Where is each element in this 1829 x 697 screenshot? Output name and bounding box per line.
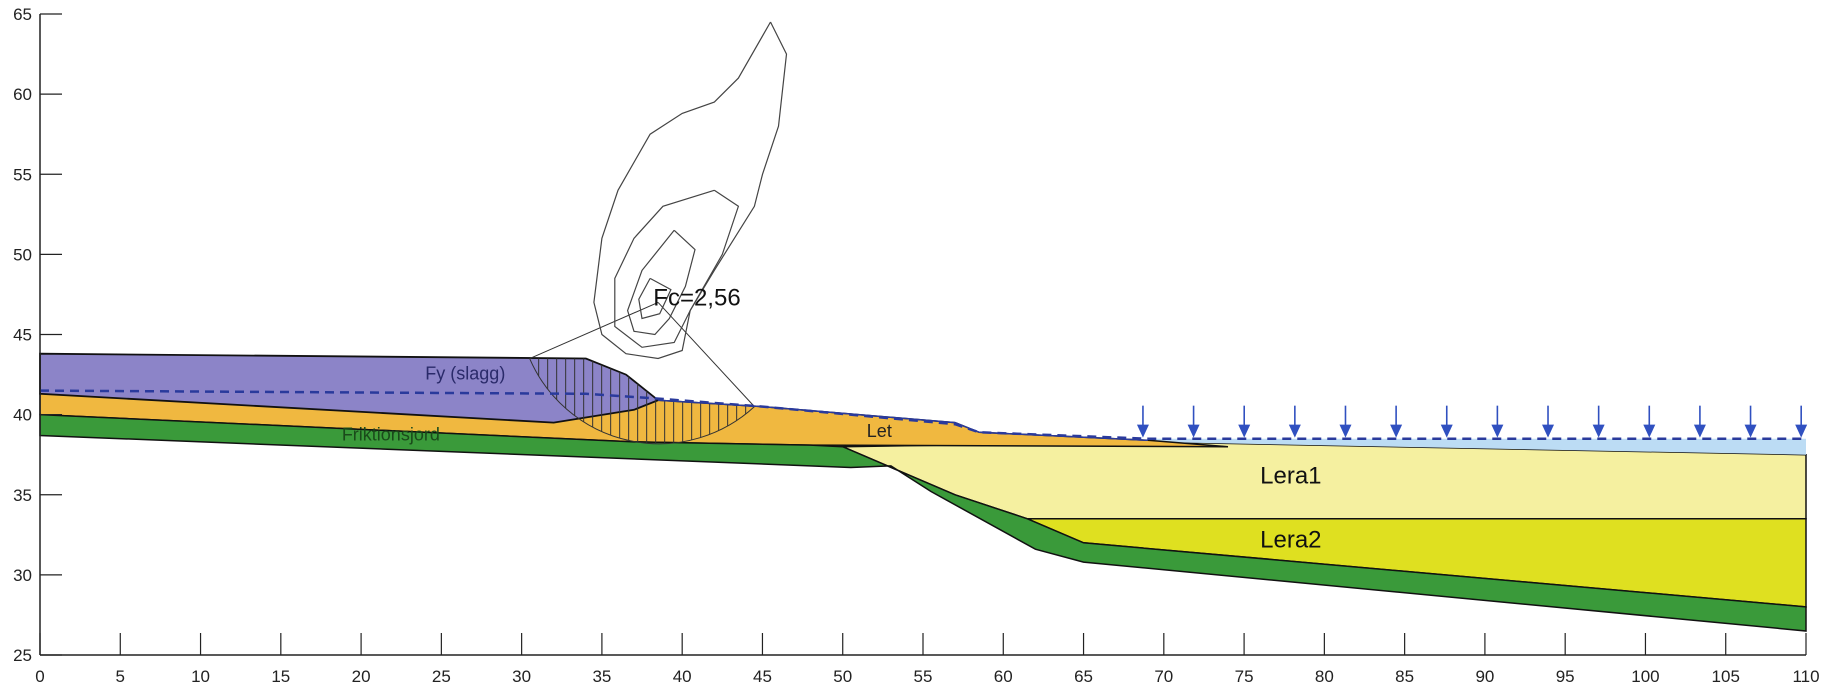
- x-tick-label: 90: [1475, 667, 1494, 686]
- ground-surface-line: [658, 399, 1148, 442]
- surface-water: [1147, 438, 1806, 455]
- x-tick-label: 65: [1074, 667, 1093, 686]
- x-tick-label: 15: [271, 667, 290, 686]
- x-tick-label: 50: [833, 667, 852, 686]
- x-tick-label: 0: [35, 667, 44, 686]
- load-arrow-head: [1339, 424, 1352, 438]
- surface-load-arrows: [1136, 405, 1808, 438]
- x-tick-label: 35: [592, 667, 611, 686]
- slip-radius-left: [529, 301, 659, 359]
- contour-middle: [614, 189, 740, 348]
- x-tick-label: 40: [673, 667, 692, 686]
- y-tick-label: 60: [13, 85, 32, 104]
- y-tick-label: 35: [13, 486, 32, 505]
- y-tick-label: 50: [13, 245, 32, 264]
- x-tick-label: 95: [1556, 667, 1575, 686]
- x-tick-label: 110: [1792, 667, 1819, 686]
- label-safety-factor: Fc=2,56: [653, 285, 740, 312]
- x-tick-label: 70: [1154, 667, 1173, 686]
- safety-factor-contours: [593, 21, 788, 360]
- x-tick-label: 10: [191, 667, 210, 686]
- y-tick-label: 55: [13, 165, 32, 184]
- load-arrow-head: [1390, 424, 1403, 438]
- label-let: Let: [867, 421, 892, 441]
- x-tick-label: 100: [1631, 667, 1659, 686]
- x-tick-label: 80: [1315, 667, 1334, 686]
- contour-core: [638, 277, 672, 320]
- load-arrow-head: [1288, 424, 1301, 438]
- label-friktionsjord: Friktionsjord: [342, 424, 440, 444]
- load-arrow-head: [1238, 424, 1251, 438]
- friktionsjord-layer: [39, 413, 1807, 632]
- x-tick-label: 20: [352, 667, 371, 686]
- contour-outer: [593, 21, 788, 360]
- load-arrow-head: [1440, 424, 1453, 438]
- label-fy-slagg: Fy (slagg): [425, 363, 505, 383]
- x-tick-label: 60: [994, 667, 1013, 686]
- soil-layers: [39, 352, 1807, 632]
- slip-radius-right: [657, 302, 755, 407]
- load-arrow-head: [1693, 424, 1706, 438]
- y-tick-label: 40: [13, 406, 32, 425]
- load-arrow-head: [1491, 424, 1504, 438]
- x-tick-label: 45: [753, 667, 772, 686]
- x-tick-label: 25: [432, 667, 451, 686]
- water-table-line: [39, 389, 1806, 440]
- load-arrow-head: [1795, 424, 1808, 438]
- y-tick-label: 30: [13, 566, 32, 585]
- x-tick-label: 85: [1395, 667, 1414, 686]
- slip-circle-arc: [529, 358, 755, 445]
- y-axis-ticks: 25 30 35 40 45 50 55 60 65: [13, 5, 62, 665]
- axes: 0 5 10 15 20 25 30 35 40 45 50 55 60 65 70 75 80 85 90 95 10…: [13, 5, 1819, 686]
- load-arrow-head: [1136, 424, 1149, 438]
- x-tick-label: 55: [914, 667, 933, 686]
- load-arrow-head: [1187, 424, 1200, 438]
- load-arrow-head: [1592, 424, 1605, 438]
- x-tick-label: 5: [116, 667, 125, 686]
- x-tick-label: 75: [1235, 667, 1254, 686]
- label-lera1: Lera1: [1260, 463, 1321, 490]
- load-arrow-head: [1542, 424, 1555, 438]
- x-axis-ticks: 0 5 10 15 20 25 30 35 40 45 50 55 60 65 70 75 80 85 90 95 10…: [35, 633, 1820, 686]
- y-tick-label: 65: [13, 5, 32, 24]
- load-arrow-head: [1744, 424, 1757, 438]
- contour-inner: [626, 229, 696, 336]
- x-tick-label: 30: [512, 667, 531, 686]
- y-tick-label: 45: [13, 326, 32, 345]
- label-lera2: Lera2: [1260, 527, 1321, 554]
- y-tick-label: 25: [13, 646, 32, 665]
- x-tick-label: 105: [1712, 667, 1740, 686]
- load-arrow-head: [1643, 424, 1656, 438]
